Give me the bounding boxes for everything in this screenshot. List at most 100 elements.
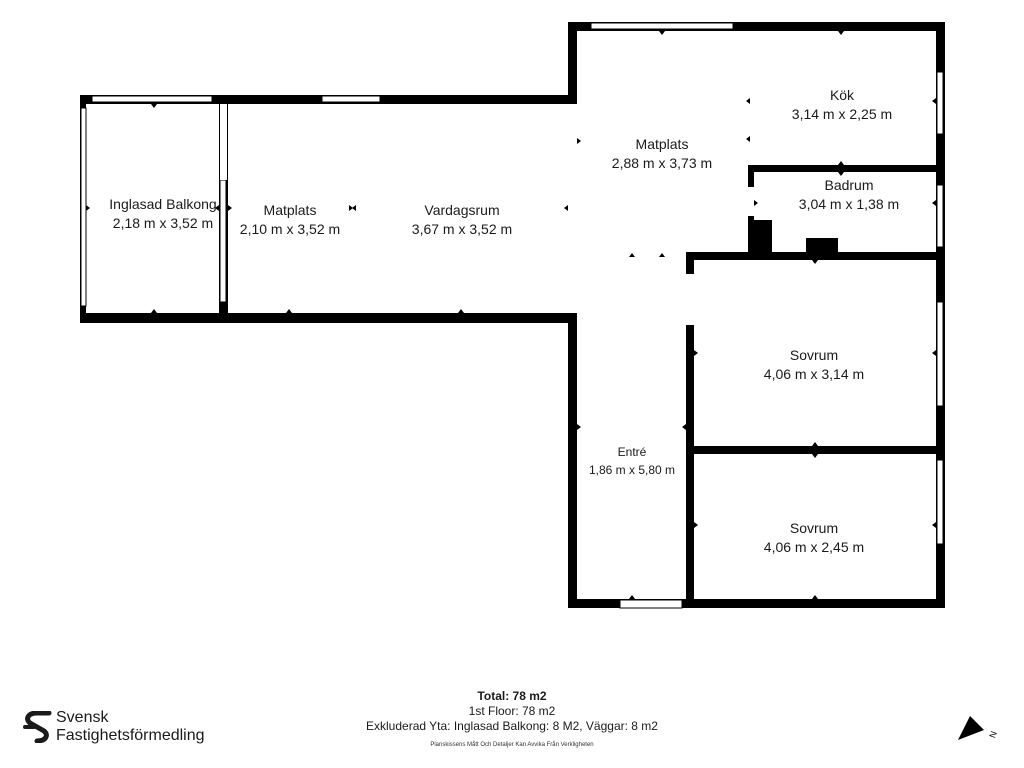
brand-name: Svensk Fastighetsförmedling [56, 709, 205, 745]
arrow-icon [352, 205, 356, 211]
arrow-icon [812, 260, 818, 264]
room-living: Vardagsrum 3,67 m x 3,52 m [400, 201, 524, 239]
wall [748, 165, 754, 187]
wall [568, 313, 577, 608]
room-dimensions: 1,86 m x 5,80 m [588, 463, 676, 477]
wall [568, 22, 577, 104]
room-dimensions: 3,14 m x 2,25 m [791, 106, 893, 122]
room-dimensions: 4,06 m x 3,14 m [763, 366, 865, 382]
arrow-icon [746, 136, 750, 142]
room-name: Matplats [635, 136, 689, 152]
excluded-area: Exkluderad Yta: Inglasad Balkong: 8 M2, … [366, 719, 658, 733]
wall [748, 220, 772, 256]
disclaimer: Planskissens Mått Och Detaljer Kan Avvik… [430, 742, 594, 748]
room-name: Sovrum [789, 520, 839, 536]
arrow-icon [746, 98, 750, 104]
arrow-icon [812, 442, 818, 446]
wall [748, 165, 945, 172]
arrow-icon [215, 205, 219, 211]
room-dimensions: 2,10 m x 3,52 m [239, 221, 341, 237]
arrow-icon [629, 253, 635, 257]
brand-line-1: Svensk [56, 709, 109, 726]
room-bedroom-upper: Sovrum 4,06 m x 3,14 m [752, 346, 876, 384]
arrow-icon [682, 424, 686, 430]
wall [686, 252, 694, 274]
wall [686, 446, 945, 454]
room-glazed-balcony: Inglasad Balkong 2,18 m x 3,52 m [104, 195, 222, 233]
room-dining-left: Matplats 2,10 m x 3,52 m [230, 201, 350, 239]
opening [569, 104, 576, 313]
window [80, 107, 87, 307]
measure-arrows [86, 31, 936, 599]
window [91, 95, 213, 103]
room-dining-right: Matplats 2,88 m x 3,73 m [600, 135, 724, 173]
arrow-icon [577, 138, 581, 144]
arrow-icon [564, 205, 568, 211]
window [936, 184, 944, 248]
room-dimensions: 3,04 m x 1,38 m [798, 196, 900, 212]
arrow-icon [151, 104, 157, 108]
floor-plan [80, 22, 945, 609]
room-name: Kök [829, 87, 855, 103]
north-arrow-icon: N [958, 716, 999, 740]
arrow-icon [754, 200, 758, 206]
window [936, 459, 944, 545]
room-name: Sovrum [789, 347, 839, 363]
room-dimensions: 3,67 m x 3,52 m [411, 221, 513, 237]
arrow-icon [932, 98, 936, 104]
window [321, 95, 381, 103]
arrow-icon [838, 31, 844, 35]
arrow-icon [577, 424, 581, 430]
wall [568, 22, 945, 31]
room-name: Matplats [263, 202, 317, 218]
window [936, 71, 944, 135]
arrow-icon [659, 31, 665, 35]
windows [80, 22, 944, 545]
arrow-icon [838, 172, 844, 176]
arrow-icon [86, 205, 90, 211]
area-summary: Total: 78 m2 1st Floor: 78 m2 Exkluderad… [312, 689, 712, 734]
arrow-icon [838, 161, 844, 165]
arrow-icon [151, 309, 157, 313]
wall [686, 515, 694, 608]
window [590, 22, 734, 30]
openings [220, 104, 693, 609]
wall [80, 313, 576, 323]
total-area: Total: 78 m2 [477, 689, 547, 703]
arrow-icon [286, 309, 292, 313]
arrow-icon [629, 595, 635, 599]
room-name: Badrum [824, 177, 874, 193]
room-name: Vardagsrum [424, 202, 500, 218]
room-dimensions: 4,06 m x 2,45 m [763, 539, 865, 555]
arrow-icon [812, 454, 818, 458]
arrow-icon [659, 253, 665, 257]
arrow-icon [932, 522, 936, 528]
compass-label: N [987, 730, 999, 740]
room-name: Entré [617, 445, 647, 459]
floor-area: 1st Floor: 78 m2 [468, 704, 556, 718]
arrow-icon [932, 350, 936, 356]
opening [220, 104, 227, 180]
room-bathroom: Badrum 3,04 m x 1,38 m [787, 176, 911, 214]
arrow-icon [812, 248, 818, 252]
room-name: Inglasad Balkong [109, 196, 217, 212]
arrow-icon [812, 595, 818, 599]
arrow-icon [932, 200, 936, 206]
window [936, 301, 944, 407]
wall [686, 325, 694, 515]
arrow-icon [349, 205, 353, 211]
room-dimensions: 2,88 m x 3,73 m [611, 155, 713, 171]
wall [686, 252, 945, 260]
arrow-icon [458, 309, 464, 313]
arrow-icon [228, 205, 232, 211]
room-dimensions: 2,18 m x 3,52 m [112, 215, 214, 231]
arrow-icon [694, 350, 698, 356]
room-hallway: Entré 1,86 m x 5,80 m [578, 443, 686, 479]
opening [687, 274, 693, 325]
arrow-icon [694, 522, 698, 528]
wall [568, 599, 945, 608]
room-bedroom-lower: Sovrum 4,06 m x 2,45 m [752, 519, 876, 557]
brand-line-2: Fastighetsförmedling [56, 727, 205, 744]
sf-logo-icon [23, 711, 52, 743]
entrance-door [619, 599, 683, 609]
